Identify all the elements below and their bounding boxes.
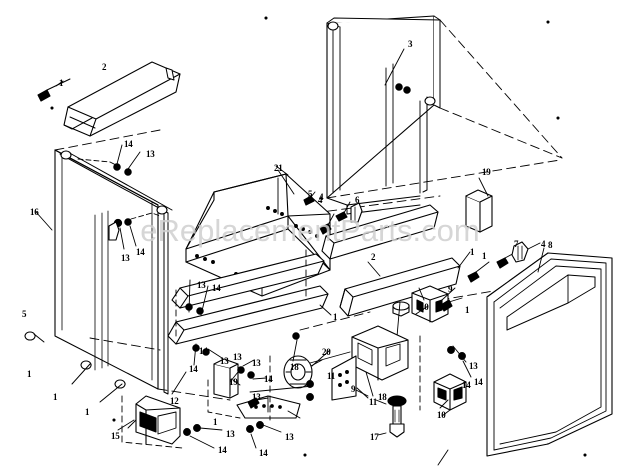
callout-number-1: 1 bbox=[85, 407, 90, 417]
part-17-leveling-leg bbox=[387, 395, 407, 438]
callout-number-14: 14 bbox=[474, 377, 483, 387]
callout-number-13: 13 bbox=[220, 356, 229, 366]
callout-number-13: 13 bbox=[469, 361, 478, 371]
part-3-rear-panel bbox=[326, 15, 441, 215]
dashed-outline-boxes bbox=[121, 249, 421, 449]
callout-number-13: 13 bbox=[197, 280, 206, 290]
fasteners-group-top-left bbox=[77, 144, 141, 176]
callout-number-1: 1 bbox=[53, 392, 58, 402]
part-10-hinge-lower bbox=[433, 373, 467, 417]
callout-number-19: 19 bbox=[482, 167, 491, 177]
part-19-bracket-center bbox=[213, 358, 241, 399]
callout-number-17: 17 bbox=[370, 432, 379, 442]
callout-number-14: 14 bbox=[136, 247, 145, 257]
part-2-center-brace bbox=[321, 204, 439, 260]
lower-left-rail-2 bbox=[171, 253, 325, 309]
callout-number-14: 14 bbox=[189, 364, 198, 374]
callout-leader-lines bbox=[35, 169, 471, 431]
callout-number-1: 1 bbox=[470, 247, 475, 257]
callout-number-4: 4 bbox=[318, 195, 323, 205]
callout-number-14: 14 bbox=[124, 139, 133, 149]
callout-number-14: 14 bbox=[259, 448, 268, 458]
callout-number-1: 1 bbox=[59, 78, 64, 88]
part-2-top-brace bbox=[63, 61, 181, 137]
part-18-nut-upper bbox=[392, 301, 410, 317]
part-16-inner-rail bbox=[59, 150, 173, 395]
callout-number-13: 13 bbox=[226, 429, 235, 439]
callout-number-2: 2 bbox=[371, 252, 376, 262]
callout-number-4: 4 bbox=[541, 239, 546, 249]
callout-number-14: 14 bbox=[212, 283, 221, 293]
callout-number-5: 5 bbox=[22, 309, 27, 319]
part-10-hinge-upper bbox=[411, 285, 449, 323]
callout-number-16: 16 bbox=[30, 207, 39, 217]
callout-number-1: 1 bbox=[27, 369, 32, 379]
callout-number-21: 21 bbox=[274, 163, 283, 173]
callout-number-13: 13 bbox=[252, 358, 261, 368]
callout-number-6: 6 bbox=[355, 195, 360, 205]
assembly-guide-lines bbox=[54, 19, 563, 401]
callout-number-13: 13 bbox=[252, 392, 261, 402]
callout-number-18: 18 bbox=[378, 392, 387, 402]
callout-number-7: 7 bbox=[514, 239, 519, 249]
callout-number-4: 4 bbox=[319, 192, 324, 202]
part-4-clip-tub bbox=[350, 202, 363, 223]
stray-marks bbox=[50, 16, 587, 457]
part-16-left-side-panel bbox=[54, 149, 159, 390]
callout-number-14: 14 bbox=[199, 346, 208, 356]
callout-number-3: 3 bbox=[408, 39, 413, 49]
callout-number-1: 1 bbox=[465, 305, 470, 315]
part-4-clip-rear bbox=[108, 221, 120, 241]
fasteners-group-mid-left bbox=[113, 212, 161, 250]
callout-number-10: 10 bbox=[420, 302, 429, 312]
callout-number-1: 1 bbox=[333, 312, 338, 322]
callout-number-2: 2 bbox=[102, 62, 107, 72]
callout-number-20: 20 bbox=[322, 347, 331, 357]
callout-number-12: 12 bbox=[170, 396, 179, 406]
callout-number-5: 5 bbox=[308, 189, 313, 199]
part-4-clip bbox=[511, 241, 541, 263]
part-11-bracket-bottom bbox=[236, 395, 301, 419]
part-12-latch-box bbox=[351, 325, 409, 381]
callout-number-14: 14 bbox=[218, 445, 227, 455]
part-8-door-panel bbox=[486, 252, 613, 457]
callout-number-11: 11 bbox=[327, 371, 335, 381]
callout-number-18: 18 bbox=[290, 362, 299, 372]
callout-number-1: 1 bbox=[482, 251, 487, 261]
part-1-screw-top bbox=[37, 78, 71, 102]
callout-number-1: 1 bbox=[213, 417, 218, 427]
callout-number-13: 13 bbox=[146, 149, 155, 159]
part-19-bracket-right bbox=[465, 177, 493, 233]
callout-number-14: 14 bbox=[462, 380, 471, 390]
callout-number-13: 13 bbox=[121, 253, 130, 263]
callout-number-13: 13 bbox=[233, 352, 242, 362]
callout-number-11: 11 bbox=[369, 397, 377, 407]
callout-number-14: 14 bbox=[264, 374, 273, 384]
callout-number-15: 15 bbox=[111, 431, 120, 441]
fastener-dots bbox=[183, 279, 472, 449]
callout-number-9: 9 bbox=[351, 384, 356, 394]
callout-number-9: 9 bbox=[448, 284, 453, 294]
part-15-roller-assembly bbox=[135, 395, 181, 445]
part-20-roller bbox=[283, 355, 323, 389]
callout-number-10: 10 bbox=[437, 410, 446, 420]
callout-number-13: 13 bbox=[285, 432, 294, 442]
callout-number-8: 8 bbox=[548, 240, 553, 250]
callout-number-19: 19 bbox=[229, 377, 238, 387]
part-11-bracket-right bbox=[331, 355, 369, 401]
